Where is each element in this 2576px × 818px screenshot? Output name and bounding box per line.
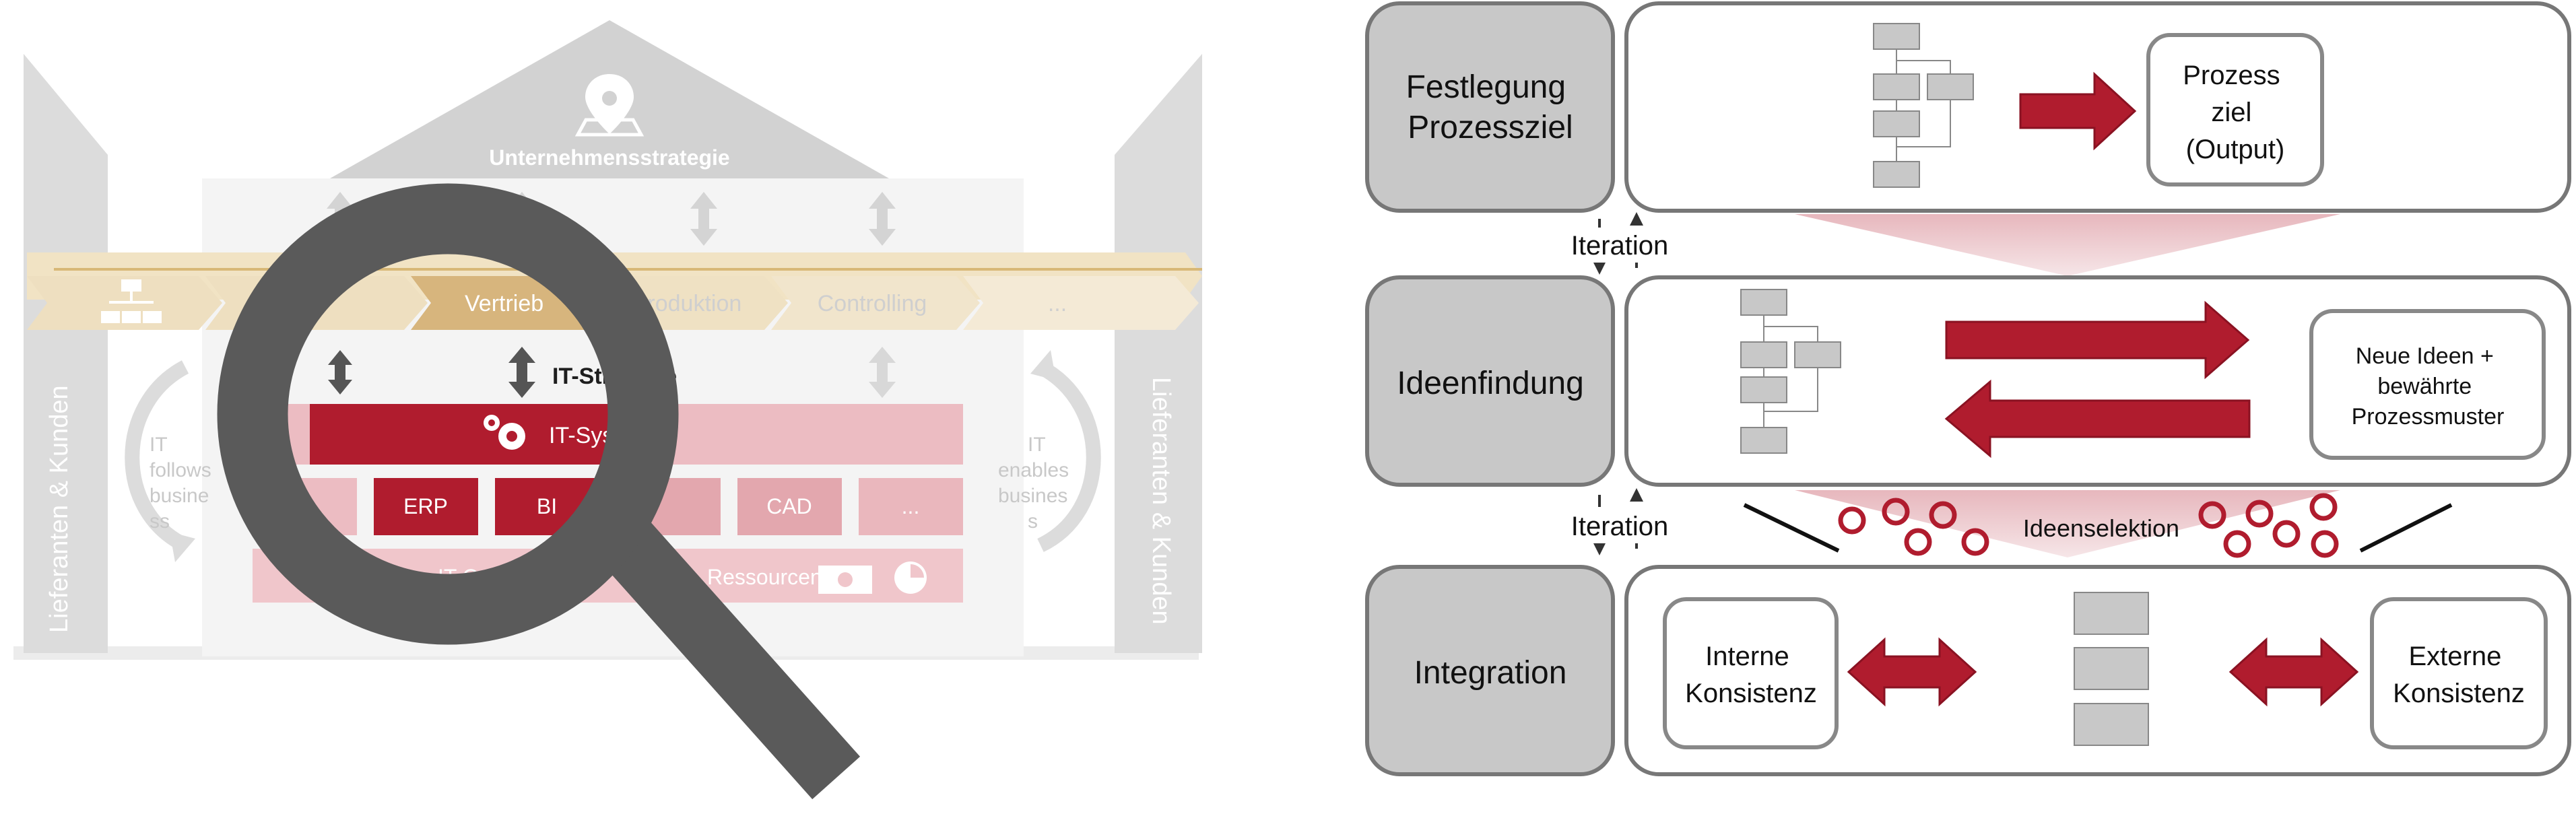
idea-circle <box>2272 520 2301 548</box>
idea-circle <box>2223 530 2251 558</box>
arrow-right-icon <box>2019 71 2137 151</box>
roof-title: Unternehmensstrategie <box>489 145 729 170</box>
double-arrow-icon <box>1847 637 1977 707</box>
output-box <box>2309 309 2546 460</box>
idea-circle <box>1882 498 1910 526</box>
idea-circle <box>1929 501 1957 529</box>
idea-circle <box>1838 506 1866 535</box>
it-systems-band-active <box>310 404 633 465</box>
curved-arrow-left <box>125 360 189 552</box>
org-chart-icon <box>101 279 162 323</box>
stage-label-box <box>1365 565 1615 776</box>
pillar-right <box>1115 54 1202 653</box>
left-note: IT follows busine ss <box>150 434 217 533</box>
stage-label: Festlegung Prozessziel <box>1406 69 1575 145</box>
gear-icon <box>484 415 525 450</box>
idea-circle <box>2311 530 2339 558</box>
funnel <box>1795 214 2340 276</box>
pie-icon <box>894 561 927 594</box>
double-arrow-icon <box>508 347 535 398</box>
arrow-right-icon <box>1945 300 2250 380</box>
stage-label-box <box>1365 1 1615 213</box>
idea-circle <box>1904 528 1932 556</box>
stage-label: Ideenfindung <box>1397 366 1584 401</box>
process-thumbnail <box>2074 592 2149 746</box>
curved-arrow-right <box>1036 360 1101 552</box>
arrow-left-icon <box>1944 379 2251 458</box>
pillar-left-label: Lieferanten & Kunden <box>45 385 73 633</box>
output-text: Prozess ziel (Output) <box>2183 61 2288 164</box>
output-text: Neue Ideen + bewährte Prozessmuster <box>2352 343 2505 430</box>
system-label: ERP <box>403 494 448 518</box>
process-thumbnail <box>1873 23 1974 188</box>
system-label: ... <box>902 494 920 518</box>
system-box <box>374 478 478 535</box>
iteration-label: Iteration <box>1571 231 1669 261</box>
money-icon <box>818 566 872 594</box>
location-pin-icon <box>574 74 645 137</box>
band-item: ... <box>1048 291 1067 316</box>
process-thumbnail <box>1740 289 1841 454</box>
double-arrow-icon <box>2228 637 2359 707</box>
double-arrow-icon <box>869 192 896 246</box>
selection-label: Ideenselektion <box>2023 514 2179 542</box>
process-flow: Festlegung Prozessziel Prozess ziel (Out… <box>1365 1 2571 776</box>
selection-line-left <box>1743 503 1840 553</box>
double-arrow-icon <box>690 192 717 246</box>
selection-line-right <box>2359 503 2453 553</box>
system-box <box>737 478 842 535</box>
stage-label-box <box>1365 275 1615 487</box>
consistency-box-external <box>2370 597 2548 749</box>
pillar-right-label: Lieferanten & Kunden <box>1147 377 1175 625</box>
pillar-left <box>24 54 108 653</box>
magnifier-icon <box>217 183 861 800</box>
double-arrow-icon <box>328 350 352 395</box>
idea-circle <box>2245 500 2274 528</box>
idea-circle <box>2198 501 2226 529</box>
system-label: BI <box>537 494 557 518</box>
system-box <box>859 478 963 535</box>
output-box <box>2146 33 2324 186</box>
stage-label: Integration <box>1414 655 1567 691</box>
consistency-text-internal: Interne Konsistenz <box>1685 642 1817 708</box>
idea-circle <box>1961 528 1989 556</box>
band-item: Controlling <box>818 291 927 316</box>
band-item: Vertrieb <box>465 291 543 316</box>
idea-circles <box>1838 493 2339 558</box>
consistency-box-internal <box>1663 597 1839 749</box>
idea-circle <box>2309 493 2338 521</box>
double-arrow-icon <box>869 347 896 398</box>
resources-label: Ressourcen <box>707 565 822 589</box>
right-note: IT enables busines s <box>998 434 1074 533</box>
consistency-text-external: Externe Konsistenz <box>2393 642 2525 708</box>
system-label: CAD <box>766 494 812 518</box>
iteration-label: Iteration <box>1571 512 1669 541</box>
